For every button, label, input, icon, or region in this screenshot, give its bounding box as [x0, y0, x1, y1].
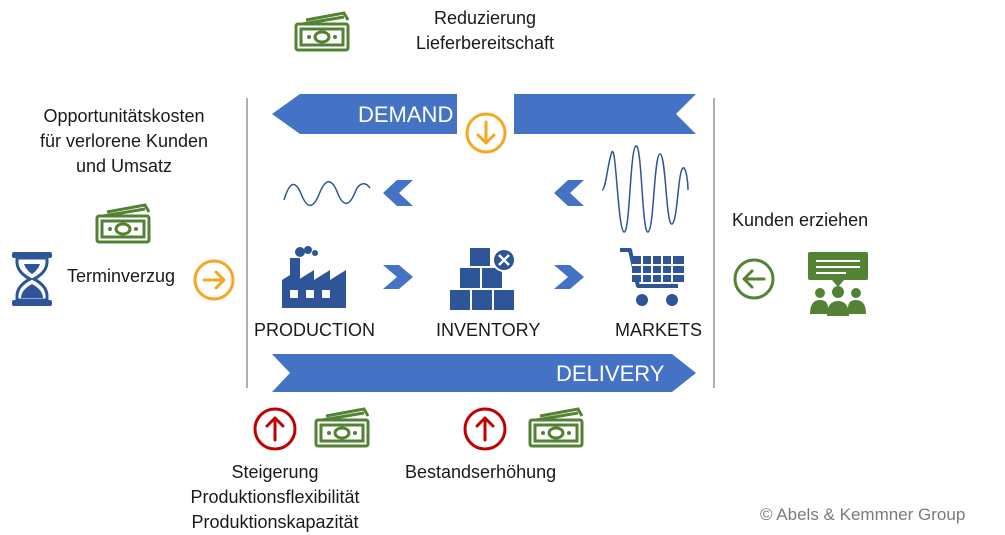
- reduction-label: Reduzierung Lieferbereitschaft: [380, 6, 590, 56]
- production-increase-line-2: Produktionsflexibilität: [190, 487, 360, 507]
- markets-label: MARKETS: [615, 320, 703, 340]
- chevron-left-icon: [554, 180, 584, 206]
- hourglass-icon: [10, 250, 54, 308]
- delay-label: Terminverzug: [67, 266, 176, 286]
- production-increase-label: Steigerung Produktionsflexibilität Produ…: [160, 460, 390, 535]
- production-increase-line-1: Steigerung: [231, 462, 319, 482]
- small-wave-icon: [282, 172, 372, 212]
- chevron-right-icon: [554, 265, 584, 289]
- right-divider: [713, 98, 715, 388]
- inventory-increase-label: Bestandserhöhung: [405, 462, 557, 482]
- inventory-label: INVENTORY: [436, 320, 541, 340]
- opportunity-line-1: Opportunitätskosten: [43, 106, 205, 126]
- opportunity-cost-label: Opportunitätskosten für verlorene Kunden…: [14, 104, 234, 179]
- opportunity-line-3: und Umsatz: [75, 156, 173, 176]
- demand-banner: DEMAND: [272, 94, 696, 134]
- arrow-down-circle-icon: [464, 111, 508, 155]
- reduction-line-1: Reduzierung: [433, 8, 537, 28]
- delivery-label: DELIVERY: [556, 361, 665, 386]
- arrow-up-circle-icon: [462, 406, 508, 452]
- educate-customers-label: Kunden erziehen: [732, 210, 869, 230]
- copyright: © Abels & Kemmner Group: [760, 505, 966, 524]
- money-icon: [93, 202, 153, 244]
- money-icon: [526, 406, 586, 448]
- chevron-left-icon: [383, 180, 413, 206]
- money-icon: [312, 406, 372, 448]
- arrow-left-circle-icon: [732, 257, 776, 301]
- presentation-group-icon: [806, 250, 870, 316]
- arrow-up-circle-icon: [252, 406, 298, 452]
- delivery-banner: DELIVERY: [272, 354, 696, 392]
- factory-icon: [280, 246, 350, 310]
- money-icon: [292, 10, 352, 52]
- demand-label: DEMAND: [358, 102, 453, 127]
- boxes-icon: [448, 246, 520, 312]
- left-divider: [246, 98, 248, 388]
- production-label: PRODUCTION: [254, 320, 375, 340]
- chevron-right-icon: [383, 265, 413, 289]
- arrow-right-circle-icon: [192, 258, 236, 302]
- reduction-line-2: Lieferbereitschaft: [415, 33, 555, 53]
- production-increase-line-3: Produktionskapazität: [191, 512, 359, 532]
- large-wave-icon: [600, 140, 690, 240]
- shopping-cart-icon: [618, 246, 688, 310]
- opportunity-line-2: für verlorene Kunden: [39, 131, 209, 151]
